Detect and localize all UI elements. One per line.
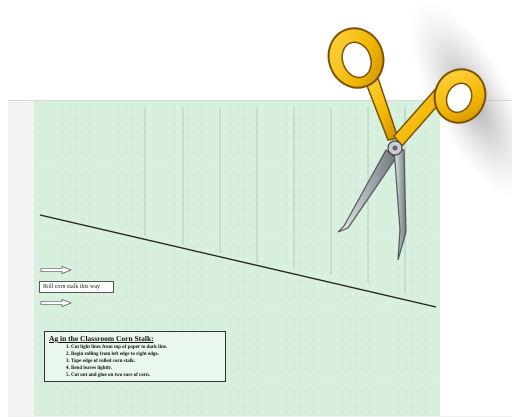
right-arrow-icon: [40, 299, 72, 307]
roll-direction-label: Roll corn stalk this way: [39, 281, 114, 293]
instructions-box: Ag in the Classroom Corn Stalk: Cut ligh…: [44, 331, 226, 382]
instruction-step: Cut out and glue on two ears of corn.: [71, 372, 221, 379]
scissors-icon: [300, 0, 512, 270]
instruction-step: Tape edge of rolled corn stalk.: [71, 358, 221, 365]
viewer-sidebar: [8, 101, 35, 416]
instruction-step: Bend leaves lightly.: [71, 365, 221, 372]
instructions-list: Cut light lines from top of paper to dar…: [49, 344, 221, 379]
instruction-step: Begin rolling from left edge to right ed…: [71, 351, 221, 358]
instructions-title: Ag in the Classroom Corn Stalk:: [49, 335, 221, 343]
right-arrow-icon: [40, 266, 72, 274]
instruction-step: Cut light lines from top of paper to dar…: [71, 344, 221, 351]
